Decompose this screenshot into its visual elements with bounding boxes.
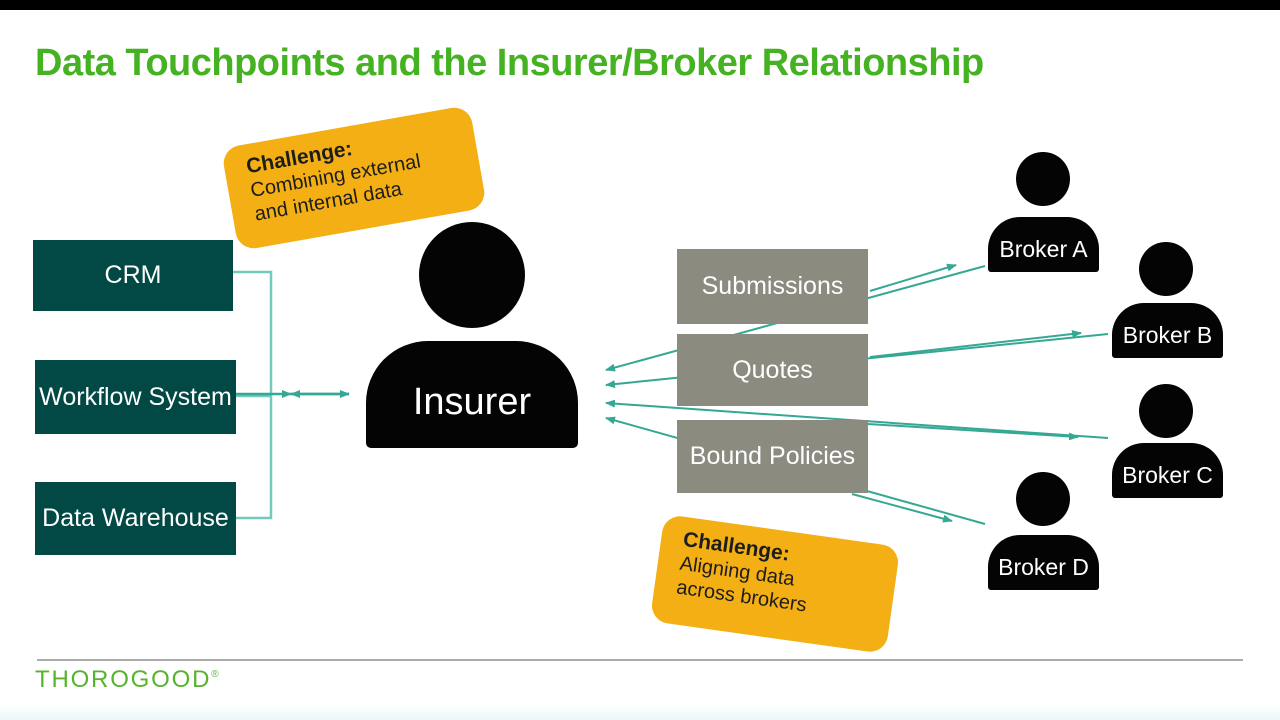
- broker-label: Broker A: [999, 235, 1088, 262]
- arrow-quotes-to-broker-b: [869, 330, 1082, 358]
- letterbox-top-bar: [0, 0, 1280, 10]
- broker-label: Broker B: [1122, 321, 1213, 348]
- source-system-workflow: Workflow System: [35, 360, 236, 434]
- touchpoint-label: Submissions: [701, 272, 844, 300]
- broker-person-icon: [1016, 152, 1070, 206]
- touchpoint-submissions: Submissions: [677, 249, 868, 324]
- broker-body: Broker A: [988, 217, 1099, 272]
- broker-person-icon: [1016, 472, 1070, 526]
- source-system-crm: CRM: [33, 240, 233, 311]
- source-system-warehouse: Data Warehouse: [35, 482, 236, 555]
- touchpoint-bound-policies: Bound Policies: [677, 420, 868, 493]
- touchpoint-label: Bound Policies: [689, 442, 856, 470]
- arrow-bound-to-broker-c: [867, 423, 1079, 441]
- letterbox-bottom-bar: [0, 705, 1280, 720]
- touchpoint-quotes: Quotes: [677, 334, 868, 406]
- broker-body: Broker C: [1112, 443, 1223, 498]
- slide-title: Data Touchpoints and the Insurer/Broker …: [35, 42, 984, 84]
- registered-mark: ®: [211, 669, 219, 680]
- touchpoint-label: Quotes: [732, 355, 813, 384]
- broker-person-icon: [1139, 384, 1193, 438]
- source-system-label: Data Warehouse: [42, 504, 229, 532]
- thorogood-logo: THOROGOOD®: [35, 666, 219, 694]
- source-system-label: CRM: [104, 261, 162, 289]
- broker-person-icon: [1139, 242, 1193, 296]
- source-system-label: Workflow System: [39, 382, 232, 411]
- insurer-person-icon: [419, 222, 525, 328]
- logo-text: THOROGOOD: [35, 666, 212, 693]
- arrow-bound-to-broker-d: [851, 493, 953, 523]
- broker-body: Broker D: [988, 535, 1099, 590]
- broker-body: Broker B: [1112, 303, 1223, 358]
- footer-divider: [37, 659, 1243, 661]
- broker-label: Broker C: [1122, 461, 1213, 488]
- broker-label: Broker D: [998, 553, 1089, 580]
- insurer-body: Insurer: [366, 341, 578, 448]
- arrow-submissions-to-broker-a: [869, 263, 957, 292]
- insurer-label: Insurer: [412, 381, 532, 423]
